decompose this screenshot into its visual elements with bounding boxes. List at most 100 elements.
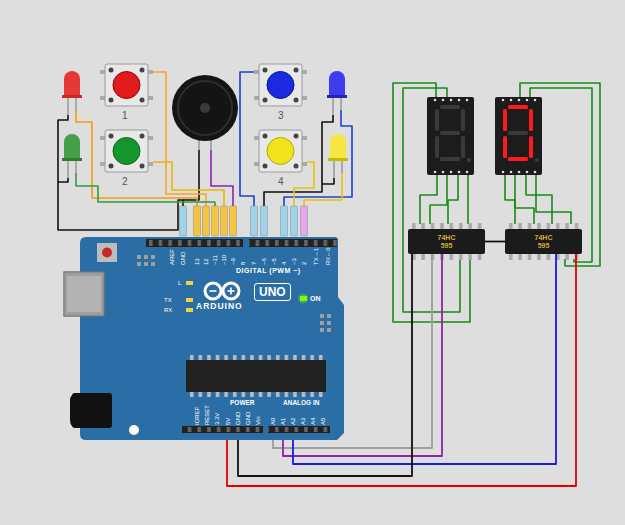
arduino-board-illustration-part-part	[320, 321, 324, 325]
seven-segment-display-part-part	[440, 157, 460, 161]
led-part	[327, 95, 347, 98]
wire-connector	[227, 254, 576, 486]
display-wires-part	[467, 175, 469, 224]
arduino-board-illustration-part	[72, 393, 112, 428]
led-part	[329, 71, 345, 97]
arduino-board-illustration-part-part	[327, 321, 331, 325]
pin-tags-part	[212, 206, 219, 236]
pin-label: 13	[194, 258, 200, 265]
push-button-part	[302, 96, 307, 100]
seven-segment-display-part	[434, 99, 469, 174]
pin-label: ~3	[291, 258, 297, 265]
callout-number: 2	[122, 177, 128, 187]
arduino-board-illustration-part-part	[144, 262, 148, 266]
pin-label: 7	[251, 262, 257, 265]
buzzer-part	[200, 103, 210, 113]
push-button-part	[254, 162, 259, 166]
chip-pins-part	[410, 254, 485, 260]
seven-segment-display-part-part	[467, 158, 471, 162]
push-button-part	[259, 130, 302, 172]
pin-label: 2	[301, 262, 307, 265]
led	[328, 134, 348, 178]
arduino-uno-board: ARDUINOUNO	[80, 237, 345, 440]
shift-register-chip: 74HC 595	[408, 229, 485, 254]
wire-connector	[283, 254, 442, 456]
seven-segment-display-part-part	[534, 171, 537, 174]
board-label: TX	[164, 297, 172, 303]
push-button-part	[113, 72, 140, 99]
seven-segment-display-part-part	[503, 136, 507, 158]
pin-tags-part	[221, 206, 228, 236]
led-part	[62, 95, 82, 98]
seven-segment-display-part-part	[534, 99, 537, 102]
display-wires-part	[420, 175, 437, 224]
led-part	[75, 161, 77, 173]
led-part	[330, 134, 346, 160]
component-wires-part	[58, 178, 68, 182]
seven-segment-display-part	[427, 97, 474, 175]
pin-label: ~10	[221, 255, 227, 265]
push-button-part	[100, 96, 105, 100]
pin-label: GND	[235, 412, 241, 425]
seven-segment-display-part-part	[466, 99, 469, 102]
seven-segment-display-part-part	[510, 99, 513, 102]
push-button	[254, 64, 307, 106]
led-part	[64, 134, 80, 160]
push-button-part	[254, 136, 259, 140]
led-part	[75, 98, 77, 110]
seven-segment-display	[427, 97, 474, 175]
arduino-board-illustration-part	[300, 296, 307, 301]
pin-label: TX→1	[313, 248, 319, 265]
display-wires-part	[448, 175, 458, 224]
seven-segment-display-part-part	[450, 171, 453, 174]
pin-label: A2	[290, 418, 296, 425]
arduino-board-illustration-part	[97, 243, 117, 262]
pin-label: 3.3V	[214, 413, 220, 425]
push-button-part	[259, 64, 302, 106]
display-wires-part	[430, 175, 447, 224]
arduino-board-illustration-part	[268, 427, 330, 432]
arduino-board-illustration-part	[186, 360, 326, 392]
led	[327, 71, 347, 115]
led-part	[67, 161, 69, 178]
seven-segment-display-part-part	[526, 99, 529, 102]
pin-tags-part	[251, 206, 258, 236]
seven-segment-display-part-part	[440, 131, 460, 135]
push-button-part	[100, 70, 105, 74]
arduino-board-illustration-part	[205, 283, 221, 299]
component-wires-part	[183, 150, 199, 200]
board-label: ANALOG IN	[283, 400, 319, 407]
push-button-part	[302, 162, 307, 166]
pin-label: IOREF	[194, 407, 200, 425]
seven-segment-display	[495, 97, 542, 175]
chip-pins-part	[507, 254, 582, 260]
pin-tags-part	[230, 206, 237, 236]
arduino-board-illustration-part	[102, 248, 112, 258]
seven-segment-display-part-part	[508, 131, 528, 135]
push-button-part	[148, 70, 153, 74]
pin-tags-part	[194, 206, 201, 236]
seven-segment-display-part	[495, 97, 542, 175]
display-wires-part	[505, 175, 515, 224]
arduino-board-illustration-part	[249, 239, 337, 247]
pin-label: 5V	[225, 418, 231, 425]
push-button-part	[302, 136, 307, 140]
board-label: ON	[310, 295, 321, 302]
board-label: DIGITAL (PWM ~)	[236, 267, 301, 274]
component-wires-part	[211, 150, 233, 206]
pin-label: RX←0	[325, 247, 331, 265]
seven-segment-display-part-part	[461, 109, 465, 131]
wire-connector	[485, 241, 505, 243]
push-button-part	[113, 138, 140, 165]
seven-segment-display-part-part	[435, 109, 439, 131]
pin-label: GND	[245, 412, 251, 425]
arduino-board-illustration-part	[298, 294, 308, 304]
arduino-board-illustration-part-part	[320, 328, 324, 332]
push-button-part	[109, 164, 114, 169]
seven-segment-display-part-part	[435, 136, 439, 158]
seven-segment-display-part-part	[461, 136, 465, 158]
led	[62, 71, 82, 115]
buzzer-part	[178, 81, 232, 135]
board-label: L	[178, 280, 181, 286]
